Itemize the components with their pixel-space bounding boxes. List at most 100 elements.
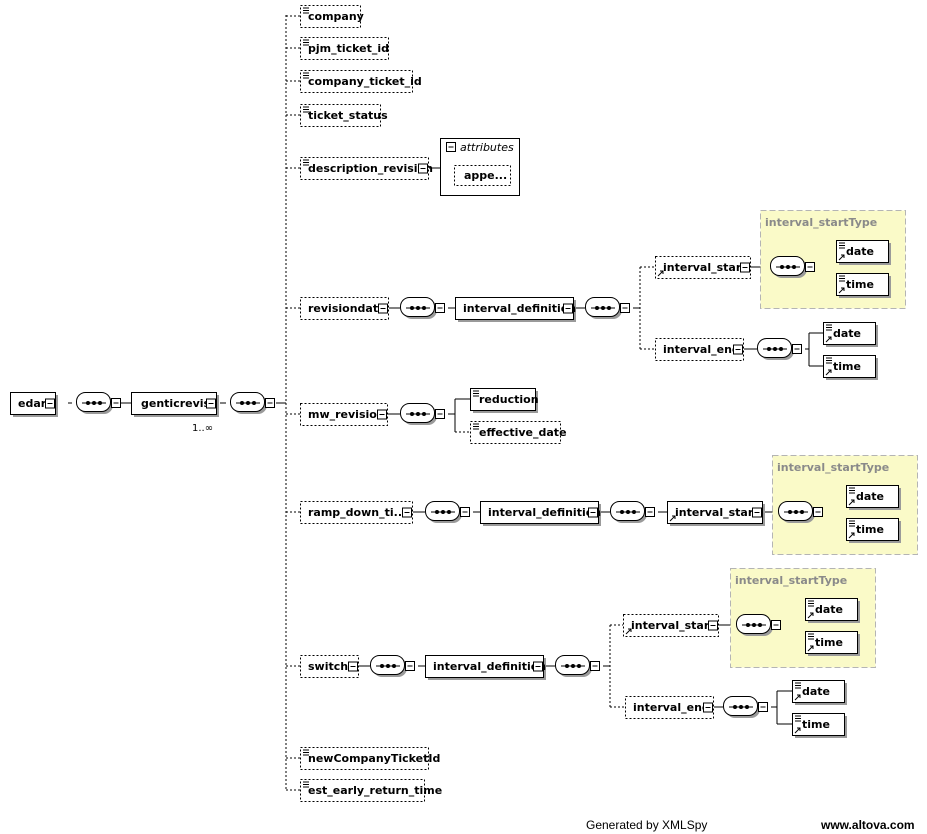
collapse-icon[interactable] xyxy=(805,262,815,272)
switch-element[interactable]: switch xyxy=(300,655,359,678)
appe-attribute[interactable]: appe... xyxy=(454,165,511,186)
interval-start-element-2[interactable]: interval_start xyxy=(667,501,766,527)
collapse-icon[interactable] xyxy=(435,409,445,419)
date-5[interactable]: date xyxy=(792,680,848,706)
collapse-icon[interactable] xyxy=(620,303,630,313)
collapse-icon[interactable] xyxy=(813,507,823,517)
interval-definition-element-1[interactable]: interval_definition xyxy=(455,297,577,323)
sequence-compositor-icon[interactable] xyxy=(770,256,815,279)
collapse-icon[interactable] xyxy=(792,344,802,354)
revisiondate-element-label: revisiondate xyxy=(308,302,386,315)
sequence-compositor-icon[interactable] xyxy=(400,403,445,426)
annotation-icon xyxy=(303,159,309,166)
collapse-icon[interactable] xyxy=(563,303,573,314)
time-4[interactable]: time xyxy=(805,631,861,657)
ticket-status-element[interactable]: ticket_status xyxy=(300,104,389,127)
collapse-icon[interactable] xyxy=(645,507,655,517)
collapse-icon[interactable] xyxy=(703,702,713,713)
collapse-icon[interactable] xyxy=(206,398,216,409)
collapse-icon[interactable] xyxy=(348,661,358,672)
edart-element[interactable]: edart xyxy=(10,392,59,418)
company-ticket-id-element[interactable]: company_ticket_id xyxy=(300,70,422,93)
date-3[interactable]: date xyxy=(846,485,902,511)
type-arrow-icon xyxy=(657,270,664,277)
annotation-icon xyxy=(795,682,801,689)
type-arrow-icon xyxy=(848,499,855,506)
reduction-element[interactable]: reduction xyxy=(470,388,539,414)
time-2[interactable]: time xyxy=(823,355,879,381)
annotation-icon xyxy=(849,520,855,527)
date-1[interactable]: date xyxy=(836,240,892,266)
time-1[interactable]: time xyxy=(836,273,892,299)
sequence-compositor-icon[interactable] xyxy=(425,501,470,524)
annotation-icon xyxy=(303,7,309,14)
date-4[interactable]: date xyxy=(805,598,861,624)
collapse-icon[interactable] xyxy=(708,620,718,631)
est-early-return-time-element[interactable]: est_early_return_time xyxy=(300,779,443,802)
collapse-icon[interactable] xyxy=(265,398,275,408)
est-early-return-time-element-label: est_early_return_time xyxy=(308,784,442,797)
collapse-icon[interactable] xyxy=(740,262,750,273)
sequence-compositor-icon[interactable] xyxy=(230,392,275,415)
collapse-icon[interactable] xyxy=(45,398,55,409)
collapse-icon[interactable] xyxy=(111,398,121,408)
time-5-label: time xyxy=(802,718,830,731)
collapse-icon[interactable] xyxy=(460,507,470,517)
sequence-compositor-icon[interactable] xyxy=(585,297,630,320)
time-5[interactable]: time xyxy=(792,713,848,739)
switch-element-label: switch xyxy=(308,660,348,673)
revisiondate-element[interactable]: revisiondate xyxy=(300,297,389,320)
sequence-compositor-icon[interactable] xyxy=(555,655,600,678)
collapse-icon[interactable] xyxy=(533,661,543,672)
collapse-icon[interactable] xyxy=(590,661,600,671)
company-element[interactable]: company xyxy=(300,5,364,28)
attributes-title: attributes xyxy=(460,141,514,154)
new-company-ticket-id-element[interactable]: newCompanyTicketId xyxy=(300,747,441,770)
time-3[interactable]: time xyxy=(846,518,902,544)
sequence-compositor-icon[interactable] xyxy=(76,392,121,415)
collapse-icon[interactable] xyxy=(758,702,768,712)
interval-start-element-1-label: interval_start xyxy=(663,261,747,274)
interval-start-element-3[interactable]: interval_start xyxy=(623,614,719,637)
pjm-ticket-id-element[interactable]: pjm_ticket_id xyxy=(300,37,390,60)
type-arrow-icon xyxy=(807,612,814,619)
annotation-icon xyxy=(303,781,309,788)
collapse-icon[interactable] xyxy=(378,303,388,314)
collapse-icon[interactable] xyxy=(418,163,428,174)
collapse-icon[interactable] xyxy=(752,507,762,518)
annotation-icon xyxy=(795,715,801,722)
interval-end-element-1[interactable]: interval_end xyxy=(655,338,744,361)
effective-date-element[interactable]: effective_date xyxy=(470,421,567,444)
type-arrow-icon xyxy=(807,645,814,652)
type-arrow-icon xyxy=(794,694,801,701)
description-revision-element[interactable]: description_revision xyxy=(300,157,433,180)
collapse-icon[interactable] xyxy=(771,620,781,630)
sequence-compositor-icon[interactable] xyxy=(736,614,781,637)
genticrevise-element[interactable]: genticrevise xyxy=(131,392,220,418)
collapse-icon[interactable] xyxy=(733,344,743,355)
collapse-icon[interactable] xyxy=(402,507,412,518)
date-2[interactable]: date xyxy=(823,322,879,348)
annotation-icon xyxy=(839,242,845,249)
interval-start-element-1[interactable]: interval_start xyxy=(655,256,751,279)
sequence-compositor-icon[interactable] xyxy=(723,696,768,719)
interval-definition-element-1-label: interval_definition xyxy=(463,302,576,315)
collapse-icon[interactable] xyxy=(446,142,456,152)
sequence-compositor-icon[interactable] xyxy=(400,297,445,320)
interval-end-element-2[interactable]: interval_end xyxy=(625,696,714,719)
mw-revision-element[interactable]: mw_revision xyxy=(300,403,388,426)
collapse-icon[interactable] xyxy=(377,409,387,420)
sequence-compositor-icon[interactable] xyxy=(757,338,802,361)
company-ticket-id-element-label: company_ticket_id xyxy=(308,75,422,88)
annotation-icon xyxy=(849,487,855,494)
collapse-icon[interactable] xyxy=(405,661,415,671)
sequence-compositor-icon[interactable] xyxy=(778,501,823,524)
collapse-icon[interactable] xyxy=(588,507,598,518)
date-5-label: date xyxy=(802,685,830,698)
sequence-compositor-icon[interactable] xyxy=(370,655,415,678)
ramp-down-time-element[interactable]: ramp_down_ti... xyxy=(300,501,413,524)
collapse-icon[interactable] xyxy=(435,303,445,313)
interval-definition-element-2[interactable]: interval_definition xyxy=(480,501,602,527)
interval-definition-element-3[interactable]: interval_definition xyxy=(425,655,547,681)
sequence-compositor-icon[interactable] xyxy=(610,501,655,524)
